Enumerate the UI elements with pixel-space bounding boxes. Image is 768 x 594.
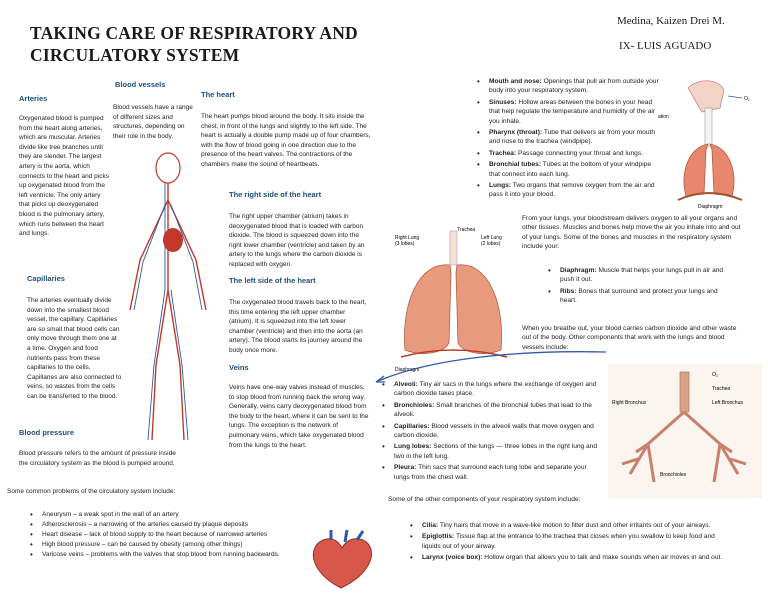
list-item: Pleura: Thin sacs that surround each lun… [380, 463, 602, 482]
veins-text: Veins have one-way valves instead of mus… [229, 384, 369, 449]
exhale-para: When you breathe out, your blood carries… [522, 325, 737, 351]
list-item: Larynx (voice box): Hollow organ that al… [408, 553, 726, 563]
other-parts-list: Cilia: Tiny hairs that move in a wave-li… [408, 521, 726, 565]
list-item: Lungs: Two organs that remove oxygen fro… [475, 181, 661, 200]
list-item: Sinuses: Hollow areas between the bones … [475, 98, 661, 126]
left-lung-label: Left Lung [481, 235, 502, 241]
list-item: Lung lobes: Sections of the lungs — thre… [380, 442, 602, 461]
bronchioles-label: Bronchioles [660, 472, 687, 478]
list-item: Bronchial tubes: Tubes at the bottom of … [475, 160, 661, 179]
list-item: Bronchioles: Small branches of the bronc… [380, 401, 602, 420]
problems-list: Aneurysm – a weak spot in the wall of an… [28, 510, 298, 560]
list-item: Mouth and nose: Openings that pull air f… [475, 77, 661, 96]
section-name: IX- LUIS AGUADO [619, 40, 712, 52]
problems-intro: Some common problems of the circulatory … [7, 488, 176, 495]
trachea-label: Trachea [457, 227, 475, 233]
right-side-heading: The right side of the heart [229, 190, 322, 199]
problem-item: Heart disease – lack of blood supply to … [28, 530, 298, 540]
arteries-text: Oxygenated blood is pumped from the hear… [19, 115, 109, 238]
left-side-heading: The left side of the heart [229, 276, 316, 285]
o2-label: O₂ [744, 96, 750, 102]
right-lung-label: Right Lung [395, 235, 419, 241]
lungs-figure: Right Lung (3 lobes) Left Lung (2 lobes)… [395, 227, 508, 373]
problem-item: Varicose veins – problems with the valve… [28, 550, 298, 560]
list-item: Diaphragm: Muscle that helps your lungs … [546, 266, 736, 285]
list-item: Alveoli: Tiny air sacs in the lungs wher… [380, 380, 602, 399]
left-bronchus-label: Left Bronchus [712, 400, 743, 406]
bones-para: From your lungs, your bloodstream delive… [522, 215, 741, 251]
right-side-text: The right upper chamber (atrium) takes i… [229, 213, 365, 268]
list-item: Cilia: Tiny hairs that move in a wave-li… [408, 521, 726, 531]
problem-item: High blood pressure – can be caused by o… [28, 540, 298, 550]
side-label: ation [658, 114, 669, 120]
blood-pressure-text: Blood pressure refers to the amount of p… [19, 450, 176, 467]
heart-text: The heart pumps blood around the body. I… [201, 113, 371, 168]
page-title: TAKING CARE OF RESPIRATORY AND CIRCULATO… [30, 23, 358, 65]
respiratory-system-figure: ation Diaphragm O₂ [658, 80, 750, 210]
capillaries-text: The arteries eventually divide down into… [27, 297, 122, 400]
veins-heading: Veins [229, 363, 249, 372]
right-lung-sub: (3 lobes) [395, 241, 415, 247]
trachea-label: Trachea [712, 386, 730, 392]
diaphragm-label: Diaphragm [698, 204, 722, 210]
heart-heading: The heart [201, 90, 235, 99]
blood-vessels-heading: Blood vessels [115, 80, 166, 89]
bronchi-figure: O₂ Trachea Right Bronchus Left Bronchus … [608, 364, 762, 498]
capillaries-heading: Capillaries [27, 274, 65, 283]
list-item: Ribs: Bones that surround and protect yo… [546, 287, 736, 306]
problem-item: Aneurysm – a weak spot in the wall of an… [28, 510, 298, 520]
list-item: Epiglottis: Tissue flap at the entrance … [408, 532, 726, 551]
right-bronchus-label: Right Bronchus [612, 400, 647, 406]
blood-vessels-text: Blood vessels have a range of different … [113, 104, 193, 140]
muscles-list: Diaphragm: Muscle that helps your lungs … [546, 266, 736, 308]
blood-pressure-heading: Blood pressure [19, 428, 75, 437]
circulatory-figure [129, 152, 207, 441]
left-lung-sub: (2 lobes) [481, 241, 501, 247]
o2-label: O₂ [712, 372, 718, 378]
arteries-heading: Arteries [19, 94, 48, 103]
left-side-text: The oxygenated blood travels back to the… [229, 299, 367, 354]
other-intro: Some of the other components of your res… [388, 496, 581, 503]
list-item: Trachea: Passage connecting your throat … [475, 149, 661, 159]
problem-item: Atherosclerosis – a narrowing of the art… [28, 520, 298, 530]
lung-parts-list: Alveoli: Tiny air sacs in the lungs wher… [380, 380, 602, 484]
author-name: Medina, Kaizen Drei M. [617, 15, 725, 27]
respiratory-parts-list: Mouth and nose: Openings that pull air f… [475, 77, 661, 202]
diaphragm-label: Diaphragm [395, 367, 419, 373]
list-item: Capillaries: Blood vessels in the alveol… [380, 422, 602, 441]
list-item: Pharynx (throat): Tube that delivers air… [475, 128, 661, 147]
heart-figure [312, 529, 373, 589]
